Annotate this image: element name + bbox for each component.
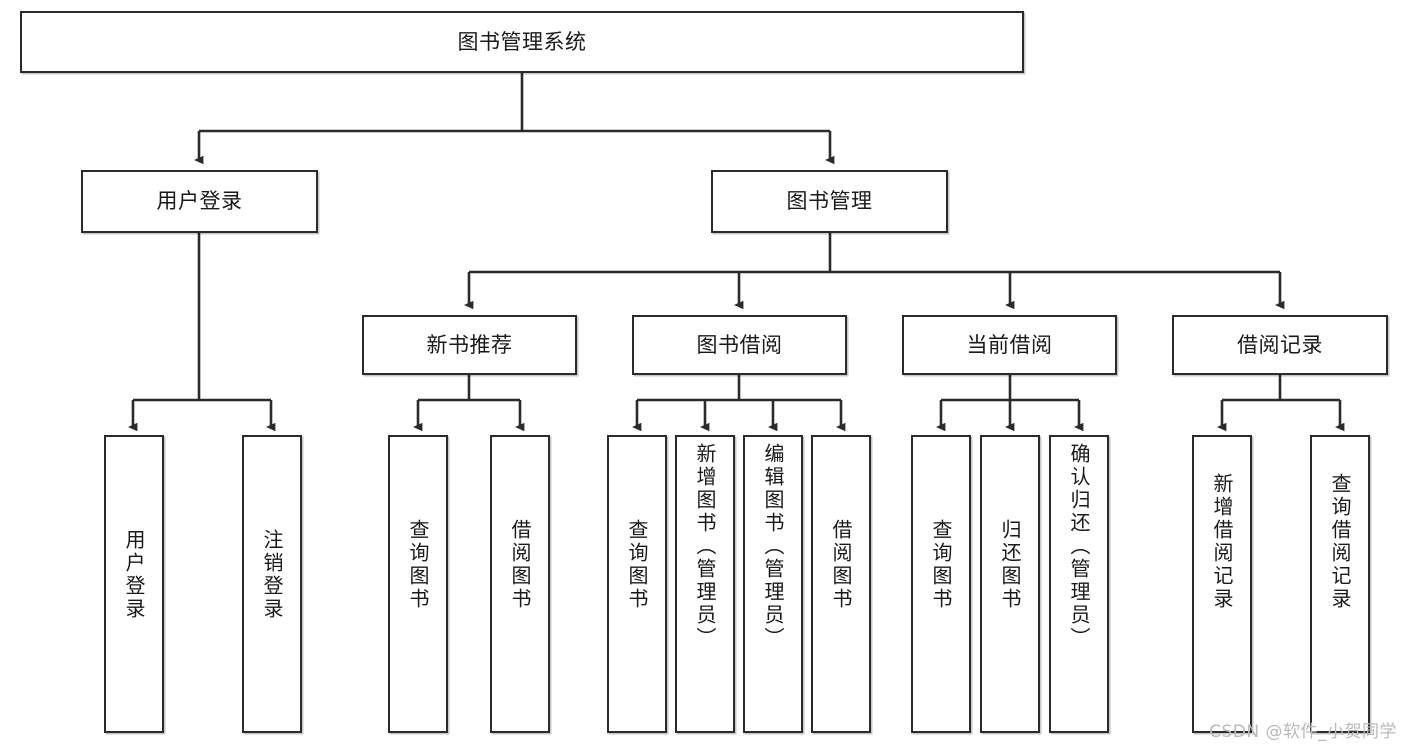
node-label: 新增图书（管理员） xyxy=(693,443,717,650)
node-book-borrow[interactable]: 图书借阅 xyxy=(632,315,847,375)
node-label: 借阅图书 xyxy=(508,519,532,611)
leaf-book-borrow-borrow-books[interactable]: 借阅图书 xyxy=(811,435,871,733)
node-label: 查询图书 xyxy=(929,519,953,611)
leaf-borrow-records-add-record[interactable]: 新增借阅记录 xyxy=(1192,435,1252,733)
node-label: 注销登录 xyxy=(260,529,284,621)
node-new-book-recommend[interactable]: 新书推荐 xyxy=(362,315,577,375)
node-label: 借阅记录 xyxy=(1237,332,1323,357)
leaf-current-borrow-confirm-return-admin[interactable]: 确认归还（管理员） xyxy=(1049,435,1109,733)
leaf-book-borrow-query-books[interactable]: 查询图书 xyxy=(607,435,667,733)
leaf-new-book-query-books[interactable]: 查询图书 xyxy=(388,435,448,733)
node-label: 确认归还（管理员） xyxy=(1067,443,1091,650)
node-label: 图书管理 xyxy=(786,189,873,214)
node-label: 图书借阅 xyxy=(696,332,783,357)
node-label: 当前借阅 xyxy=(966,332,1053,357)
node-label: 查询图书 xyxy=(625,519,649,611)
leaf-user-login-logout[interactable]: 注销登录 xyxy=(242,435,302,733)
node-label: 新书推荐 xyxy=(426,332,513,357)
node-label: 借阅图书 xyxy=(829,519,853,611)
node-label: 编辑图书（管理员） xyxy=(761,443,785,650)
node-label: 归还图书 xyxy=(998,519,1022,611)
leaf-current-borrow-return-books[interactable]: 归还图书 xyxy=(980,435,1040,733)
node-label: 查询借阅记录 xyxy=(1328,473,1352,611)
node-borrow-records[interactable]: 借阅记录 xyxy=(1172,315,1388,375)
leaf-user-login-login[interactable]: 用户登录 xyxy=(104,435,164,733)
node-label: 用户登录 xyxy=(156,189,243,214)
leaf-new-book-borrow-books[interactable]: 借阅图书 xyxy=(490,435,550,733)
leaf-book-borrow-edit-book-admin[interactable]: 编辑图书（管理员） xyxy=(743,435,803,733)
node-label: 查询图书 xyxy=(406,519,430,611)
leaf-current-borrow-query-books[interactable]: 查询图书 xyxy=(911,435,971,733)
node-label: 用户登录 xyxy=(122,529,146,621)
leaf-book-borrow-add-book-admin[interactable]: 新增图书（管理员） xyxy=(675,435,735,733)
node-book-management[interactable]: 图书管理 xyxy=(711,170,948,233)
leaf-borrow-records-query-record[interactable]: 查询借阅记录 xyxy=(1310,435,1370,733)
csdn-watermark: CSDN @软件_小贺同学 xyxy=(1209,722,1397,742)
node-root-book-management-system[interactable]: 图书管理系统 xyxy=(20,11,1024,73)
node-label: 新增借阅记录 xyxy=(1210,473,1234,611)
node-label: 图书管理系统 xyxy=(457,29,587,54)
node-current-borrow[interactable]: 当前借阅 xyxy=(902,315,1117,375)
node-user-login[interactable]: 用户登录 xyxy=(81,170,318,233)
